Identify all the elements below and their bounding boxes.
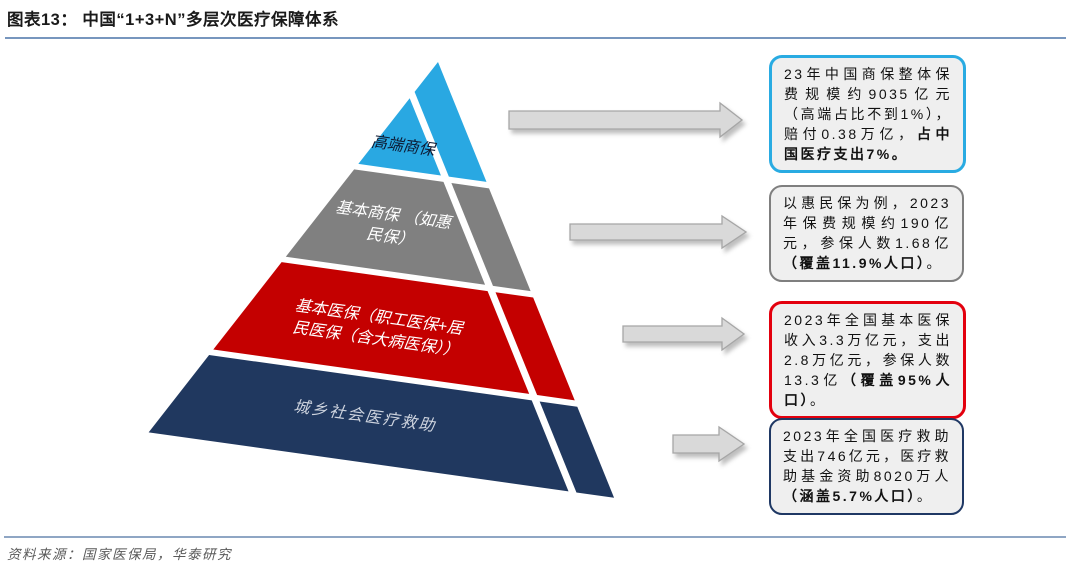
callout-high-end-commercial: 23年中国商保整体保费规模约9035亿元（高端占比不到1%），赔付0.38万亿，… [769, 55, 966, 174]
callout-text: 。 [916, 487, 934, 504]
pyramid-layer-2-main [285, 169, 486, 285]
footer-divider [4, 536, 1066, 538]
callout-text: 。 [926, 254, 943, 271]
callout-text-bold: （涵盖5.7%人口） [783, 487, 917, 504]
callout-text: 。 [810, 391, 827, 408]
pyramid-layer-2-sliver [451, 183, 531, 292]
figure-title: 图表13： 中国“1+3+N”多层次医疗保障体系 [7, 11, 339, 29]
pyramid-layer-3-main [213, 262, 530, 394]
callout-text: 2023年全国基本医保收入3.3万亿元，支出2.8万亿元，参保人数13.3亿 [784, 312, 952, 388]
source-note: 资料来源：国家医保局，华泰研究 [7, 547, 232, 562]
callout-text: 以惠民保为例，2023年保费规模约190亿元，参保人数1.68亿 [783, 195, 951, 251]
callout-text-bold: （覆盖95%人口） [784, 371, 952, 408]
pyramid-layer-3-sliver [495, 292, 575, 401]
callout-text-bold: （覆盖11.9%人口） [783, 254, 927, 271]
callout-text-bold: 占中国医疗支出7%。 [784, 125, 953, 162]
callout-basic-commercial: 以惠民保为例，2023年保费规模约190亿元，参保人数1.68亿 （覆盖11.9%… [769, 185, 964, 282]
pyramid-layer-4-sliver [539, 401, 615, 498]
pyramid-layer-1-main [358, 98, 441, 176]
pyramid-diagram: 高端商保 基本商保 （如惠 民保） 基本医保（职工医保+居 民医保（含大病医保）… [148, 62, 615, 498]
callout-text: 23年中国商保整体保费规模约9035亿元（高端占比不到1%），赔付0.38万亿， [784, 66, 952, 142]
pyramid-layer-1-sliver [414, 62, 487, 182]
callout-medical-aid: 2023年全国医疗救助支出746亿元，医疗救助基金资助8020万人 （涵盖5.7%… [769, 418, 964, 515]
title-underline [5, 37, 1066, 39]
pyramid-layer-4-main [148, 354, 569, 492]
callout-text: 2023年全国医疗救助支出746亿元，医疗救助基金资助8020万人 [783, 428, 951, 484]
callout-basic-medical: 2023年全国基本医保收入3.3万亿元，支出2.8万亿元，参保人数13.3亿（覆… [769, 301, 966, 420]
